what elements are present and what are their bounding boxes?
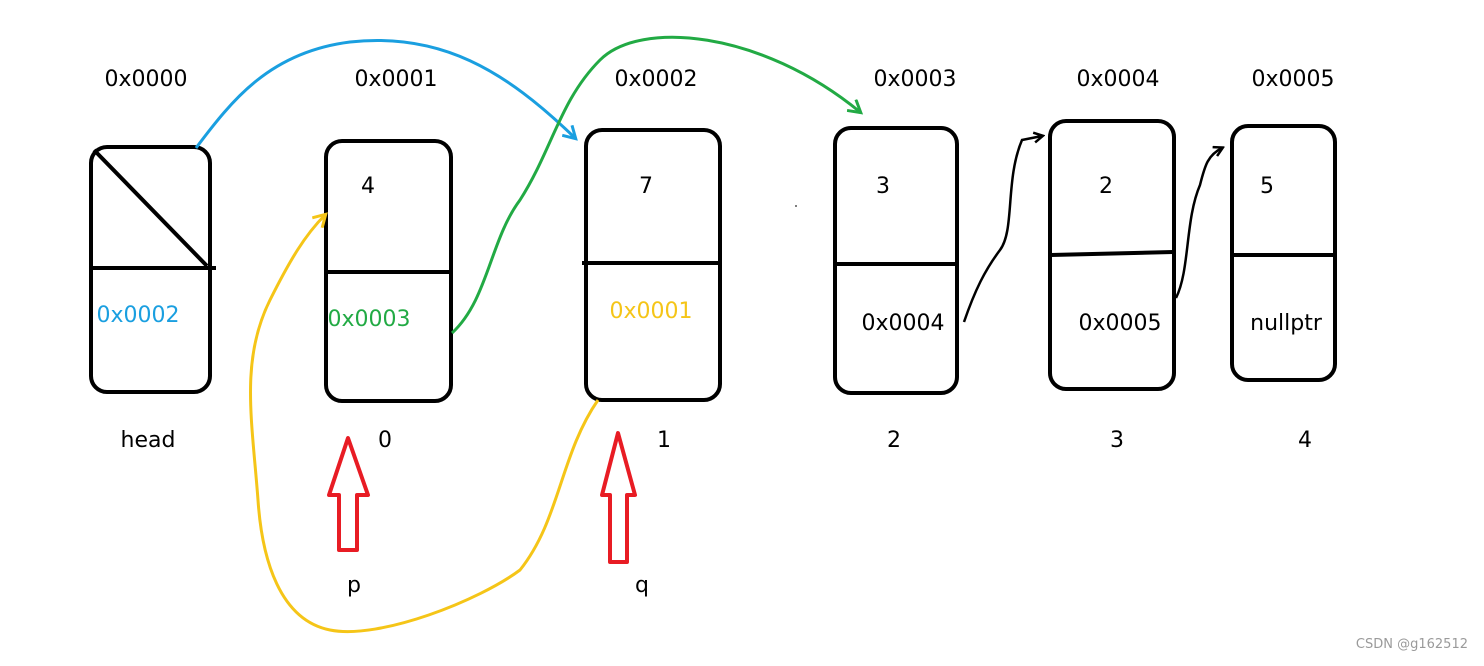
node-data-value: 2 (1099, 174, 1113, 199)
yellow-link-arrow (249, 215, 600, 633)
pointer-q: q (600, 431, 649, 598)
pointer-up-arrow-icon (600, 431, 637, 564)
black-link-arrow-4-to-5 (1174, 148, 1222, 299)
node-next-pointer: nullptr (1250, 311, 1323, 336)
pointer-p: p (327, 436, 370, 598)
node-index-label: 2 (887, 428, 901, 453)
node-box (1048, 119, 1176, 391)
node-next-pointer: 0x0003 (327, 307, 410, 332)
pointer-up-arrow-icon (327, 436, 370, 552)
node-address-label: 0x0005 (1251, 67, 1334, 92)
node-box (833, 126, 959, 395)
node-1: 0x0002 7 0x0001 1 (582, 67, 722, 453)
node-4: 0x0005 5 nullptr 4 (1230, 67, 1337, 453)
node-address-label: 0x0001 (354, 67, 437, 92)
green-link-arrow (450, 35, 860, 335)
node-address-label: 0x0003 (873, 67, 956, 92)
node-address-label: 0x0004 (1076, 67, 1159, 92)
stray-ink-dot (795, 205, 797, 207)
node-address-label: 0x0000 (104, 67, 187, 92)
blue-link-arrow (194, 38, 575, 149)
node-next-pointer: 0x0001 (609, 299, 692, 324)
node-next-pointer: 0x0004 (861, 311, 944, 336)
node-2: 0x0003 3 0x0004 2 (833, 67, 959, 453)
node-data-value: 4 (361, 174, 375, 199)
node-index-label: head (121, 428, 176, 453)
node-data-value: 5 (1260, 174, 1274, 199)
node-divider (1050, 250, 1174, 257)
node-data-value: 3 (876, 174, 890, 199)
watermark-text: CSDN @g162512 (1356, 637, 1468, 652)
node-address-label: 0x0002 (614, 67, 697, 92)
node-0: 0x0001 4 0x0003 0 (324, 67, 453, 453)
node-index-label: 3 (1110, 428, 1124, 453)
node-index-label: 0 (378, 428, 392, 453)
pointer-name-label: q (635, 573, 649, 598)
empty-data-slash (92, 148, 209, 268)
node-head: 0x0000 0x0002 head (89, 67, 216, 453)
node-next-pointer: 0x0005 (1078, 311, 1161, 336)
node-index-label: 1 (657, 428, 671, 453)
black-link-arrow-3-to-4 (962, 136, 1042, 323)
node-3: 0x0004 2 0x0005 3 (1048, 67, 1176, 453)
pointer-name-label: p (347, 573, 361, 598)
node-data-value: 7 (639, 174, 653, 199)
node-index-label: 4 (1298, 428, 1312, 453)
node-next-pointer: 0x0002 (96, 303, 179, 328)
